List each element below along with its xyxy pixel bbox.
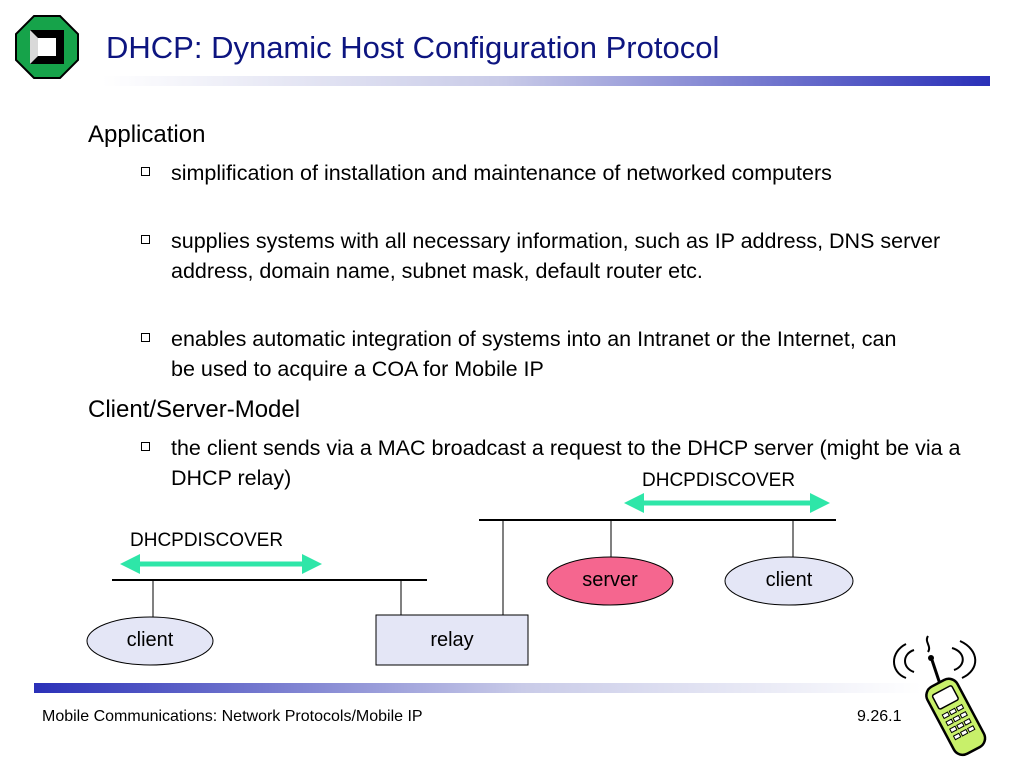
bullet-item: simplification of installation and maint… <box>141 158 871 188</box>
university-logo-icon <box>15 15 79 79</box>
left-message-label: DHCPDISCOVER <box>130 530 284 551</box>
checkbox-bullet-icon <box>141 167 150 176</box>
checkbox-bullet-icon <box>141 235 150 244</box>
section-heading-client-server: Client/Server-Model <box>88 396 301 423</box>
bullet-text: the client sends via a MAC broadcast a r… <box>171 436 961 490</box>
bullet-text: simplification of installation and maint… <box>171 161 832 185</box>
footer-course-title: Mobile Communications: Network Protocols… <box>42 708 423 725</box>
footer-slide-number: 9.26.1 <box>857 708 902 725</box>
server-label: server <box>582 569 638 591</box>
title-underline-bar <box>102 76 990 86</box>
checkbox-bullet-icon <box>141 333 150 342</box>
server-node <box>546 556 674 606</box>
right-client-label: client <box>765 569 813 591</box>
bullet-text: enables automatic integration of systems… <box>171 327 897 381</box>
footer-bar <box>34 683 922 693</box>
bullet-item: the client sends via a MAC broadcast a r… <box>141 433 961 493</box>
relay-label: relay <box>430 629 474 651</box>
left-client-node <box>86 616 214 666</box>
bullet-item: enables automatic integration of systems… <box>141 324 916 384</box>
bullet-text: supplies systems with all necessary info… <box>171 229 941 283</box>
right-client-node <box>724 556 854 606</box>
slide-title: DHCP: Dynamic Host Configuration Protoco… <box>106 30 720 65</box>
checkbox-bullet-icon <box>141 442 150 451</box>
bullet-item: supplies systems with all necessary info… <box>141 226 951 286</box>
left-client-label: client <box>126 629 174 651</box>
right-message-label: DHCPDISCOVER <box>642 470 796 491</box>
mobile-phone-clipart-icon <box>893 635 987 757</box>
section-heading-application: Application <box>88 121 206 148</box>
relay-node <box>375 614 529 666</box>
